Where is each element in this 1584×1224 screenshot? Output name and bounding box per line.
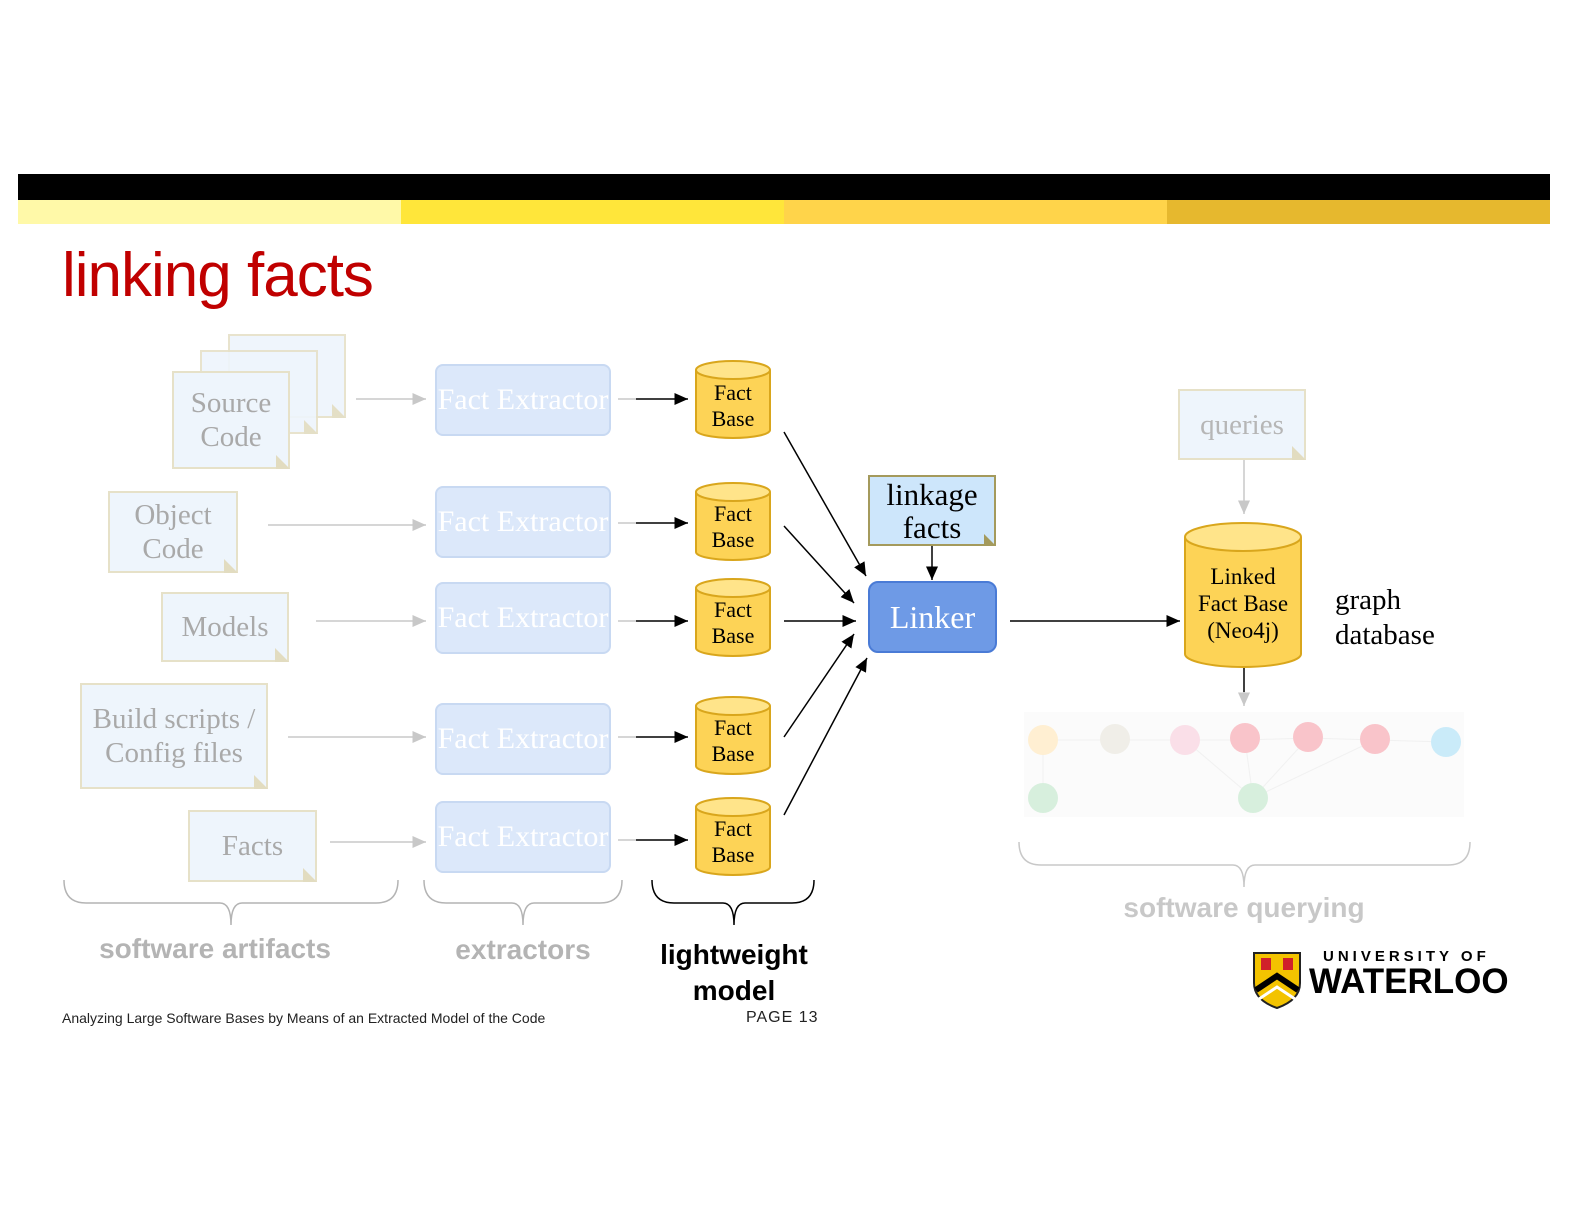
page-title: linking facts [62, 241, 374, 310]
graph-visualization [1024, 712, 1464, 817]
footer-title: Analyzing Large Software Bases by Means … [62, 1010, 546, 1026]
header-stripe-2 [401, 200, 784, 224]
fact-extractor-label: Fact Extractor [437, 505, 609, 538]
object-code-label: Object Code [134, 499, 212, 565]
software-artifacts-label: software artifacts [99, 933, 331, 964]
fact-extractor-2: Fact Extractor [435, 486, 611, 558]
fact-base-cylinder-2 [695, 482, 771, 561]
fact-base-label: Fact Base [711, 380, 755, 431]
fact-base-cylinder-3 [695, 578, 771, 657]
queries-note: queries [1178, 389, 1306, 460]
logo-line-1: UNIVERSITY OF [1323, 948, 1490, 965]
fact-extractor-1: Fact Extractor [435, 364, 611, 436]
fact-extractor-5: Fact Extractor [435, 801, 611, 873]
shield-icon [1253, 952, 1301, 1010]
fact-extractor-label: Fact Extractor [437, 722, 609, 755]
logo-line-2: WATERLOO [1309, 962, 1509, 1001]
models-label: Models [181, 611, 269, 643]
brace-querying [1018, 841, 1471, 888]
lightweight-model-label: lightweight model [660, 939, 808, 1006]
linked-fact-base-cylinder [1184, 522, 1302, 668]
fact-base-label: Fact Base [711, 715, 755, 766]
linker-box: Linker [868, 581, 997, 653]
build-scripts-label: Build scripts / Config files [92, 703, 256, 769]
header-stripe-4 [1167, 200, 1550, 224]
fact-base-label: Fact Base [711, 816, 755, 867]
software-querying-label: software querying [1123, 892, 1365, 923]
linker-label: Linker [889, 598, 976, 635]
linkage-facts-note: linkage facts [868, 475, 996, 546]
queries-label: queries [1200, 408, 1284, 441]
brace-artifacts [63, 879, 399, 926]
linker-arrows [783, 431, 1245, 816]
fact-base-cylinders [695, 360, 1302, 876]
models-artifact: Models [161, 592, 289, 662]
linked-fact-base-label: Linked Fact Base (Neo4j) [1197, 564, 1289, 643]
brace-lightweight [651, 879, 815, 926]
source-code-artifact: Source Code [172, 371, 290, 469]
fact-extractor-label: Fact Extractor [437, 383, 609, 416]
fact-base-cylinder-5 [695, 797, 771, 876]
header-stripe-1 [18, 200, 401, 224]
source-code-label: Source Code [190, 387, 272, 453]
header-stripe-3 [784, 200, 1167, 224]
header-black-bar [18, 174, 1550, 200]
brace-extractors [423, 879, 623, 926]
fact-extractor-label: Fact Extractor [437, 820, 609, 853]
artifact-arrows [268, 393, 426, 848]
extractor-arrows [636, 393, 688, 846]
linkage-facts-label: linkage facts [886, 476, 978, 545]
fact-extractor-label: Fact Extractor [437, 601, 609, 634]
extractors-label: extractors [455, 934, 591, 965]
fact-base-cylinder-4 [695, 696, 771, 775]
fact-extractor-3: Fact Extractor [435, 582, 611, 654]
facts-label: Facts [221, 830, 284, 862]
page-number: PAGE 13 [746, 1009, 819, 1026]
facts-artifact: Facts [188, 810, 317, 882]
fact-base-label: Fact Base [711, 501, 755, 552]
fact-base-label: Fact Base [711, 597, 755, 648]
fact-extractor-4: Fact Extractor [435, 703, 611, 775]
object-code-artifact: Object Code [108, 491, 238, 573]
graph-database-label: graph database [1335, 584, 1435, 651]
fact-base-cylinder-1 [695, 360, 771, 439]
build-scripts-artifact: Build scripts / Config files [80, 683, 268, 789]
